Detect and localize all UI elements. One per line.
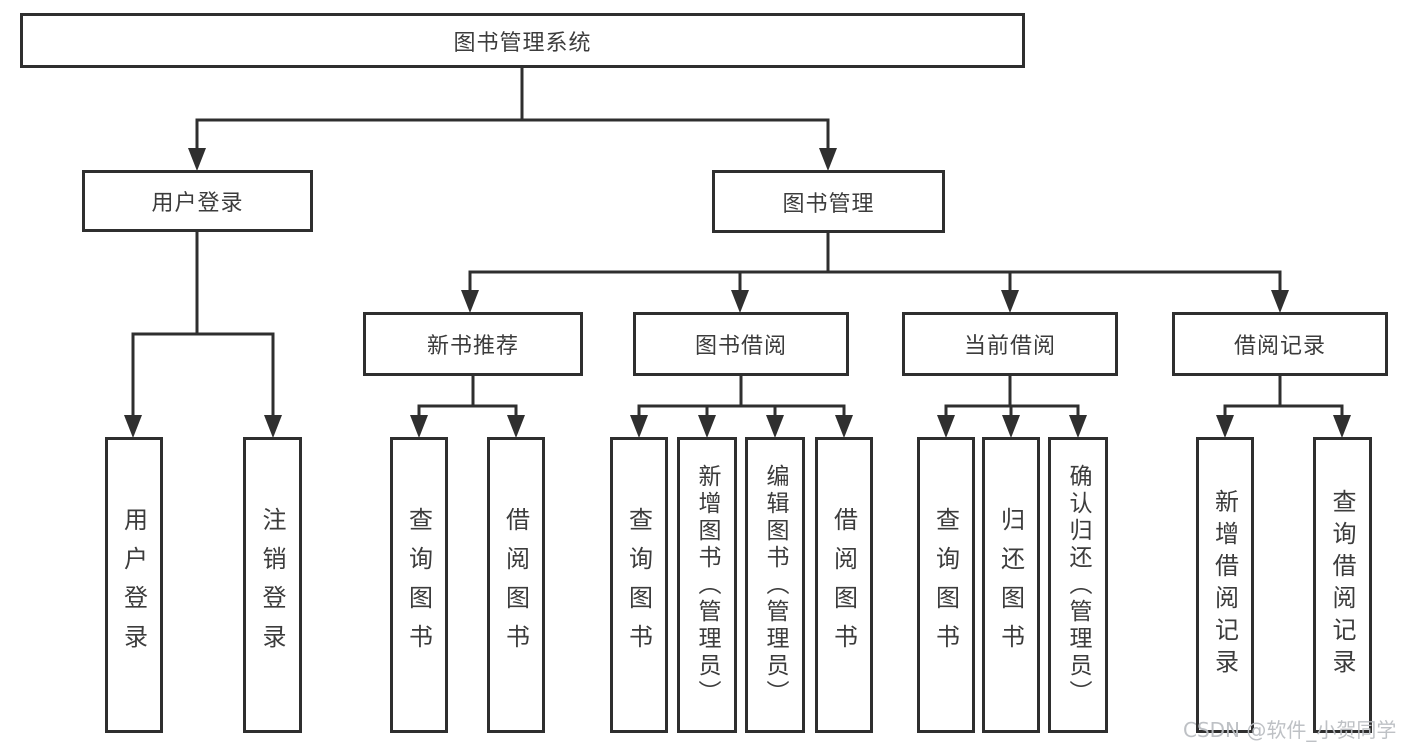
csdn-watermark: CSDN @软件_小贺同学 — [1183, 718, 1397, 742]
leaf-current-query-books: 查询图书 — [917, 437, 975, 733]
leaf-newbook-borrow-books: 借阅图书 — [487, 437, 545, 733]
node-borrowing-records: 借阅记录 — [1172, 312, 1388, 376]
node-user-login: 用户登录 — [82, 170, 313, 232]
leaf-borrow-borrow-books: 借阅图书 — [815, 437, 873, 733]
node-root-system: 图书管理系统 — [20, 13, 1025, 68]
leaf-newbook-query-books: 查询图书 — [390, 437, 448, 733]
node-new-book-recommend: 新书推荐 — [363, 312, 583, 376]
node-current-borrowing: 当前借阅 — [902, 312, 1118, 376]
leaf-borrow-query-books: 查询图书 — [610, 437, 668, 733]
node-book-management: 图书管理 — [712, 170, 945, 233]
leaf-borrow-add-books-admin: 新增图书（管理员） — [677, 437, 737, 733]
leaf-borrow-edit-books-admin: 编辑图书（管理员） — [745, 437, 805, 733]
leaf-current-return-books: 归还图书 — [982, 437, 1040, 733]
node-book-borrowing: 图书借阅 — [633, 312, 849, 376]
leaf-current-confirm-return-admin: 确认归还（管理员） — [1048, 437, 1108, 733]
leaf-logout: 注销登录 — [243, 437, 302, 733]
leaf-user-login: 用户登录 — [105, 437, 163, 733]
leaf-records-query-record: 查询借阅记录 — [1313, 437, 1372, 733]
leaf-records-add-record: 新增借阅记录 — [1196, 437, 1254, 733]
